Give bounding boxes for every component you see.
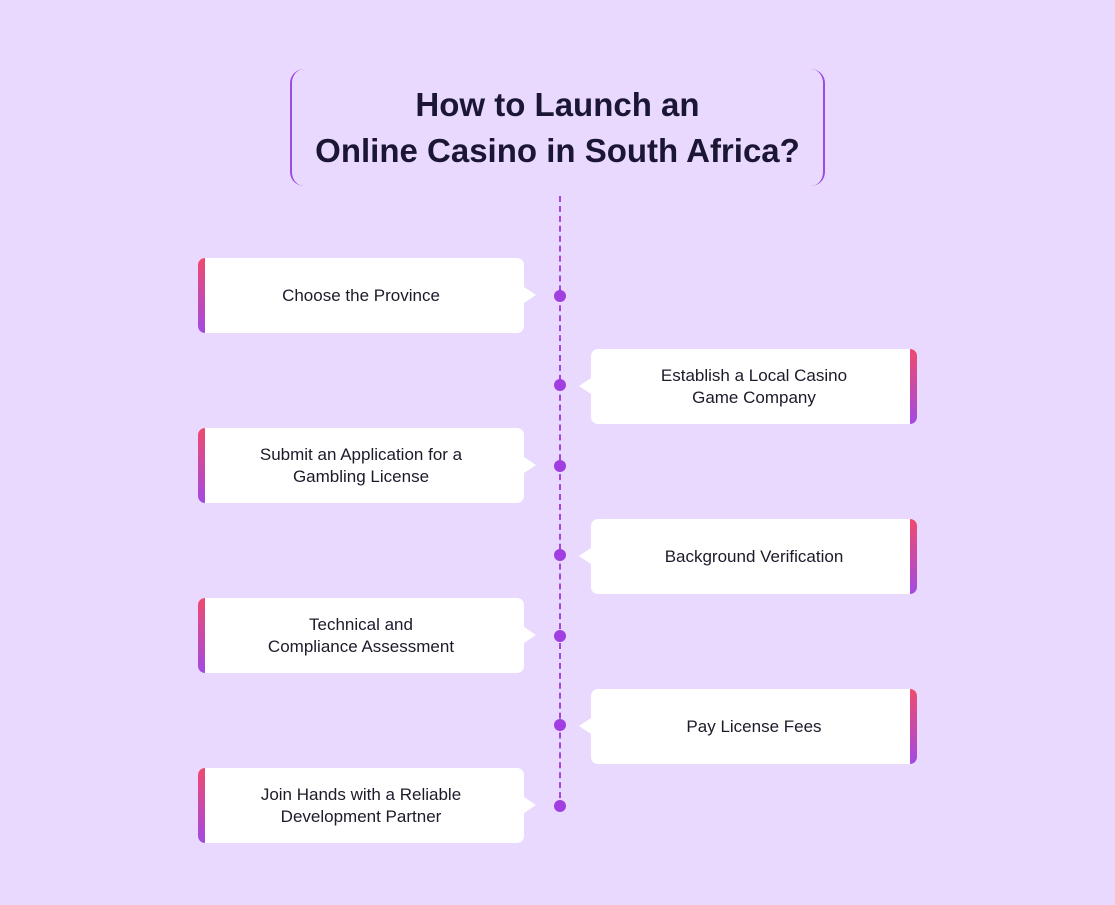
step-label: Establish a Local Casino Game Company — [660, 365, 848, 407]
timeline-connector — [559, 196, 561, 808]
step-pointer — [524, 627, 536, 643]
step-card-6: Pay License Fees — [579, 689, 917, 764]
title-frame: How to Launch an Online Casino in South … — [290, 69, 825, 186]
page-title: How to Launch an Online Casino in South … — [315, 82, 800, 174]
title-line-1: How to Launch an — [415, 85, 700, 123]
step-pointer — [524, 287, 536, 303]
timeline-dot-2 — [554, 379, 566, 391]
step-pointer — [579, 378, 591, 394]
step-card-7: Join Hands with a Reliable Development P… — [198, 768, 536, 843]
step-label: Pay License Fees — [686, 716, 822, 736]
step-card-1: Choose the Province — [198, 258, 536, 333]
step-label: Choose the Province — [282, 285, 440, 305]
step-label: Join Hands with a Reliable Development P… — [260, 784, 462, 826]
timeline-dot-1 — [554, 290, 566, 302]
step-accent-bar — [198, 258, 205, 333]
timeline-dot-6 — [554, 719, 566, 731]
step-pointer — [579, 548, 591, 564]
step-accent-bar — [198, 598, 205, 673]
step-pointer — [579, 718, 591, 734]
title-line-2: Online Casino in South Africa? — [315, 131, 800, 169]
step-card-3: Submit an Application for a Gambling Lic… — [198, 428, 536, 503]
step-pointer — [524, 797, 536, 813]
timeline-dot-7 — [554, 800, 566, 812]
timeline-dot-5 — [554, 630, 566, 642]
step-accent-bar — [198, 768, 205, 843]
step-label: Technical and Compliance Assessment — [267, 614, 455, 656]
step-accent-bar — [910, 519, 917, 594]
timeline-dot-4 — [554, 549, 566, 561]
step-card-5: Technical and Compliance Assessment — [198, 598, 536, 673]
step-accent-bar — [198, 428, 205, 503]
step-label: Background Verification — [664, 546, 844, 566]
step-card-4: Background Verification — [579, 519, 917, 594]
step-label: Submit an Application for a Gambling Lic… — [259, 444, 463, 486]
step-pointer — [524, 457, 536, 473]
timeline-dot-3 — [554, 460, 566, 472]
step-accent-bar — [910, 689, 917, 764]
step-card-2: Establish a Local Casino Game Company — [579, 349, 917, 424]
step-accent-bar — [910, 349, 917, 424]
